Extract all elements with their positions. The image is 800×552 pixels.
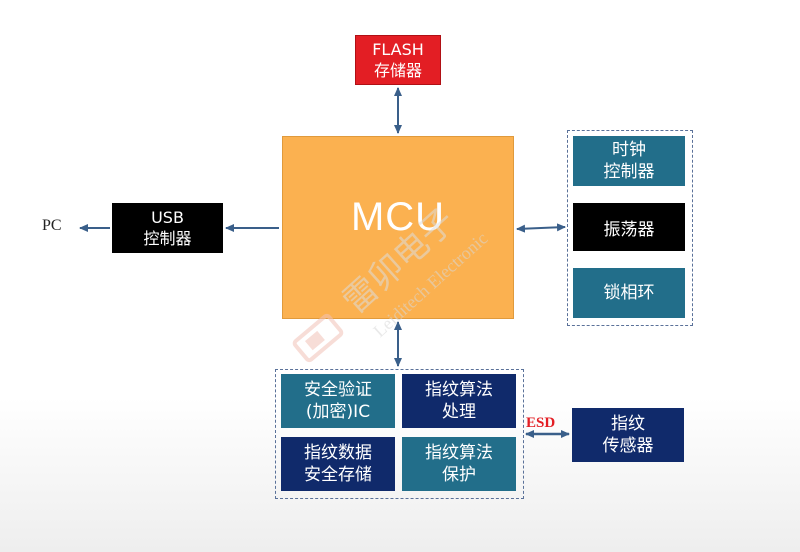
algorithm-processing-line1: 指纹算法 (425, 380, 493, 400)
pll-label: 锁相环 (603, 283, 655, 303)
pc-label: PC (42, 217, 62, 234)
esd-label: ESD (526, 415, 556, 431)
mcu-label: MCU (350, 195, 446, 239)
algorithm-protection-block: 指纹算法 保护 (402, 437, 516, 491)
oscillator-block: 振荡器 (573, 203, 685, 251)
flash-storage-block: FLASH 存储器 (355, 35, 441, 85)
secure-storage-block: 指纹数据 安全存储 (281, 437, 395, 491)
flash-label-line1: FLASH (372, 40, 424, 59)
security-ic-block: 安全验证 (加密)IC (281, 374, 395, 428)
security-group-frame (275, 369, 524, 499)
clock-group-frame (567, 130, 693, 326)
secure-storage-line1: 指纹数据 (304, 443, 372, 463)
mcu-clock-connector (516, 223, 566, 233)
usb-label-line2: 控制器 (143, 229, 192, 248)
pll-block: 锁相环 (573, 268, 685, 318)
usb-label-line1: USB (151, 208, 184, 227)
clock-label-line1: 时钟 (612, 140, 646, 160)
secure-storage-line2: 安全存储 (304, 465, 372, 485)
fingerprint-sensor-block: 指纹 传感器 (572, 408, 684, 462)
usb-controller-block: USB 控制器 (112, 203, 223, 253)
clock-controller-block: 时钟 控制器 (573, 136, 685, 186)
clock-label-line2: 控制器 (603, 162, 655, 182)
sensor-label-line2: 传感器 (602, 436, 654, 456)
security-ic-line2: (加密)IC (305, 402, 371, 422)
algorithm-protection-line2: 保护 (442, 465, 476, 485)
algorithm-processing-line2: 处理 (442, 402, 476, 422)
flash-label-line2: 存储器 (373, 61, 422, 80)
sensor-label-line1: 指纹 (611, 414, 645, 434)
mcu-block: MCU (282, 136, 514, 319)
algorithm-protection-line1: 指纹算法 (425, 443, 493, 463)
algorithm-processing-block: 指纹算法 处理 (402, 374, 516, 428)
security-ic-line1: 安全验证 (304, 380, 372, 400)
oscillator-label: 振荡器 (603, 219, 655, 240)
watermark-logo-icon (292, 313, 344, 363)
